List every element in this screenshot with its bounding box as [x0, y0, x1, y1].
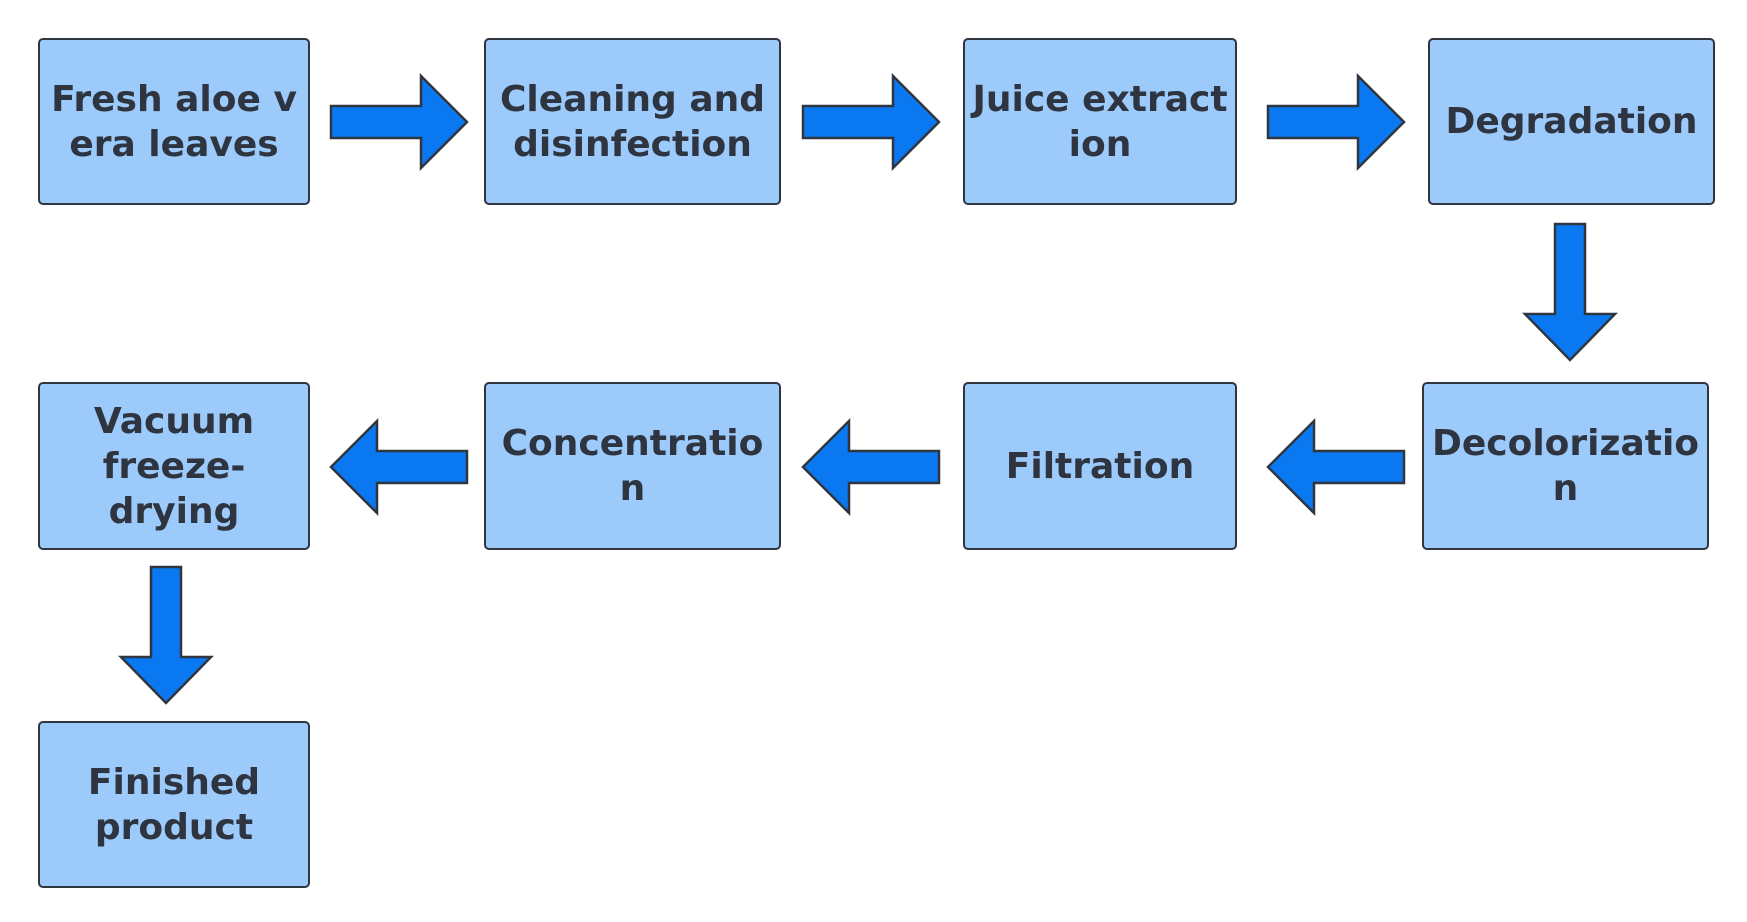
step-label: Filtration: [1005, 445, 1195, 487]
arrow-left-icon: [1266, 417, 1406, 517]
step-fresh-aloe-vera-leaves: Fresh aloe vera leaves: [38, 38, 310, 205]
step-label: Vacuum freeze-drying: [93, 400, 255, 532]
arrow-right-icon: [329, 72, 469, 172]
step-vacuum-freeze-drying: Vacuum freeze-drying: [38, 382, 310, 550]
step-label: Degradation: [1445, 101, 1698, 142]
step-juice-extraction: Juice extraction: [963, 38, 1237, 205]
step-cleaning-and-disinfection: Cleaning and disinfection: [484, 38, 781, 205]
step-filtration: Filtration: [963, 382, 1237, 550]
arrow-left-icon: [329, 417, 469, 517]
step-finished-product: Finished product: [38, 721, 310, 888]
arrow-left-icon: [801, 417, 941, 517]
step-label: Juice extraction: [972, 78, 1228, 165]
arrow-down-icon: [1522, 222, 1618, 362]
step-decolorization: Decolorization: [1422, 382, 1709, 550]
step-label: Decolorization: [1431, 423, 1700, 509]
arrow-right-icon: [801, 72, 941, 172]
step-label: Concentration: [501, 423, 764, 509]
step-label: Finished product: [87, 761, 261, 848]
arrow-down-icon: [118, 565, 214, 705]
step-concentration: Concentration: [484, 382, 781, 550]
arrow-right-icon: [1266, 72, 1406, 172]
step-label: Fresh aloe vera leaves: [51, 78, 297, 165]
step-degradation: Degradation: [1428, 38, 1715, 205]
step-label: Cleaning and disinfection: [499, 78, 766, 165]
